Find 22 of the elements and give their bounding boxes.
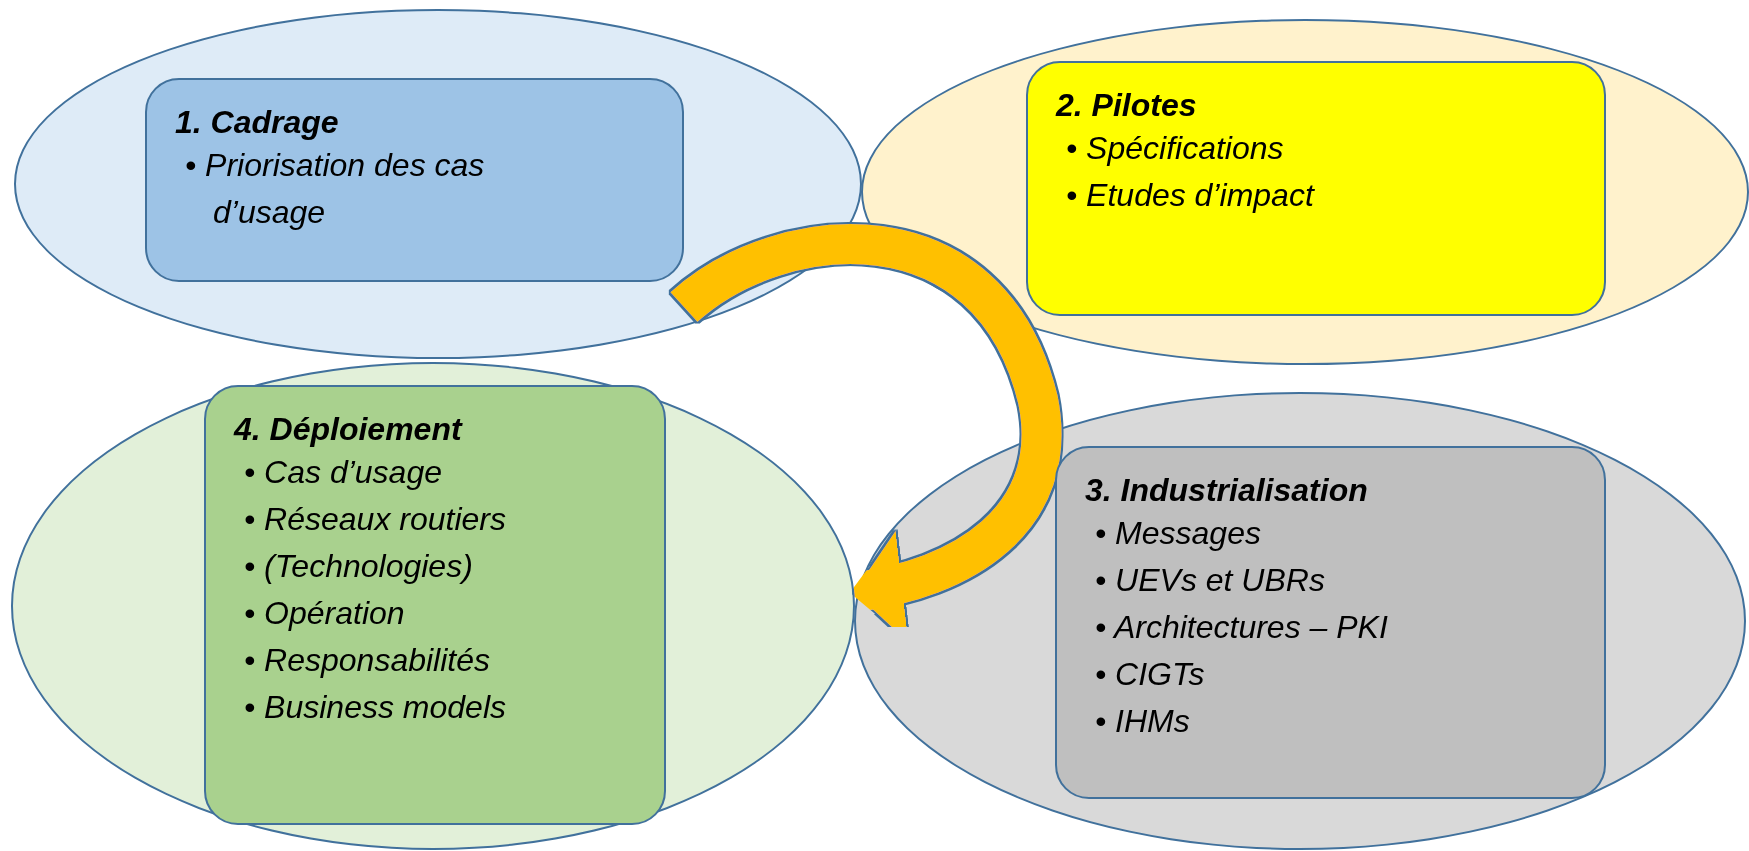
bullet-item: • Architectures – PKI [1095,608,1389,647]
bullet-item: • Business models [244,688,507,727]
bullet-item: • (Technologies) [244,547,474,586]
bullet-item: • IHMs [1095,702,1191,741]
bullet-item: • Cas d’usage [244,453,443,492]
bullet-item: • Réseaux routiers [244,500,507,539]
bullet-item: • Messages [1095,514,1262,553]
stage-heading: 4. Déploiement [234,410,464,449]
bullet-item: • Opération [244,594,406,633]
stage-heading: 2. Pilotes [1056,86,1198,125]
stage-box [204,385,666,825]
bullet-item: • UEVs et UBRs [1095,561,1326,600]
bullet-item: • CIGTs [1095,655,1206,694]
bullet-item: • Priorisation des cas d’usage [185,146,486,232]
bullet-item: • Responsabilités [244,641,491,680]
stage-box [1026,61,1606,316]
stage-box [145,78,684,282]
stage-box [1055,446,1606,799]
stage-heading: 1. Cadrage [175,103,340,142]
stage-heading: 3. Industrialisation [1085,471,1369,510]
bullet-item: • Etudes d’impact [1066,176,1316,215]
bullet-item: • Spécifications [1066,129,1285,168]
